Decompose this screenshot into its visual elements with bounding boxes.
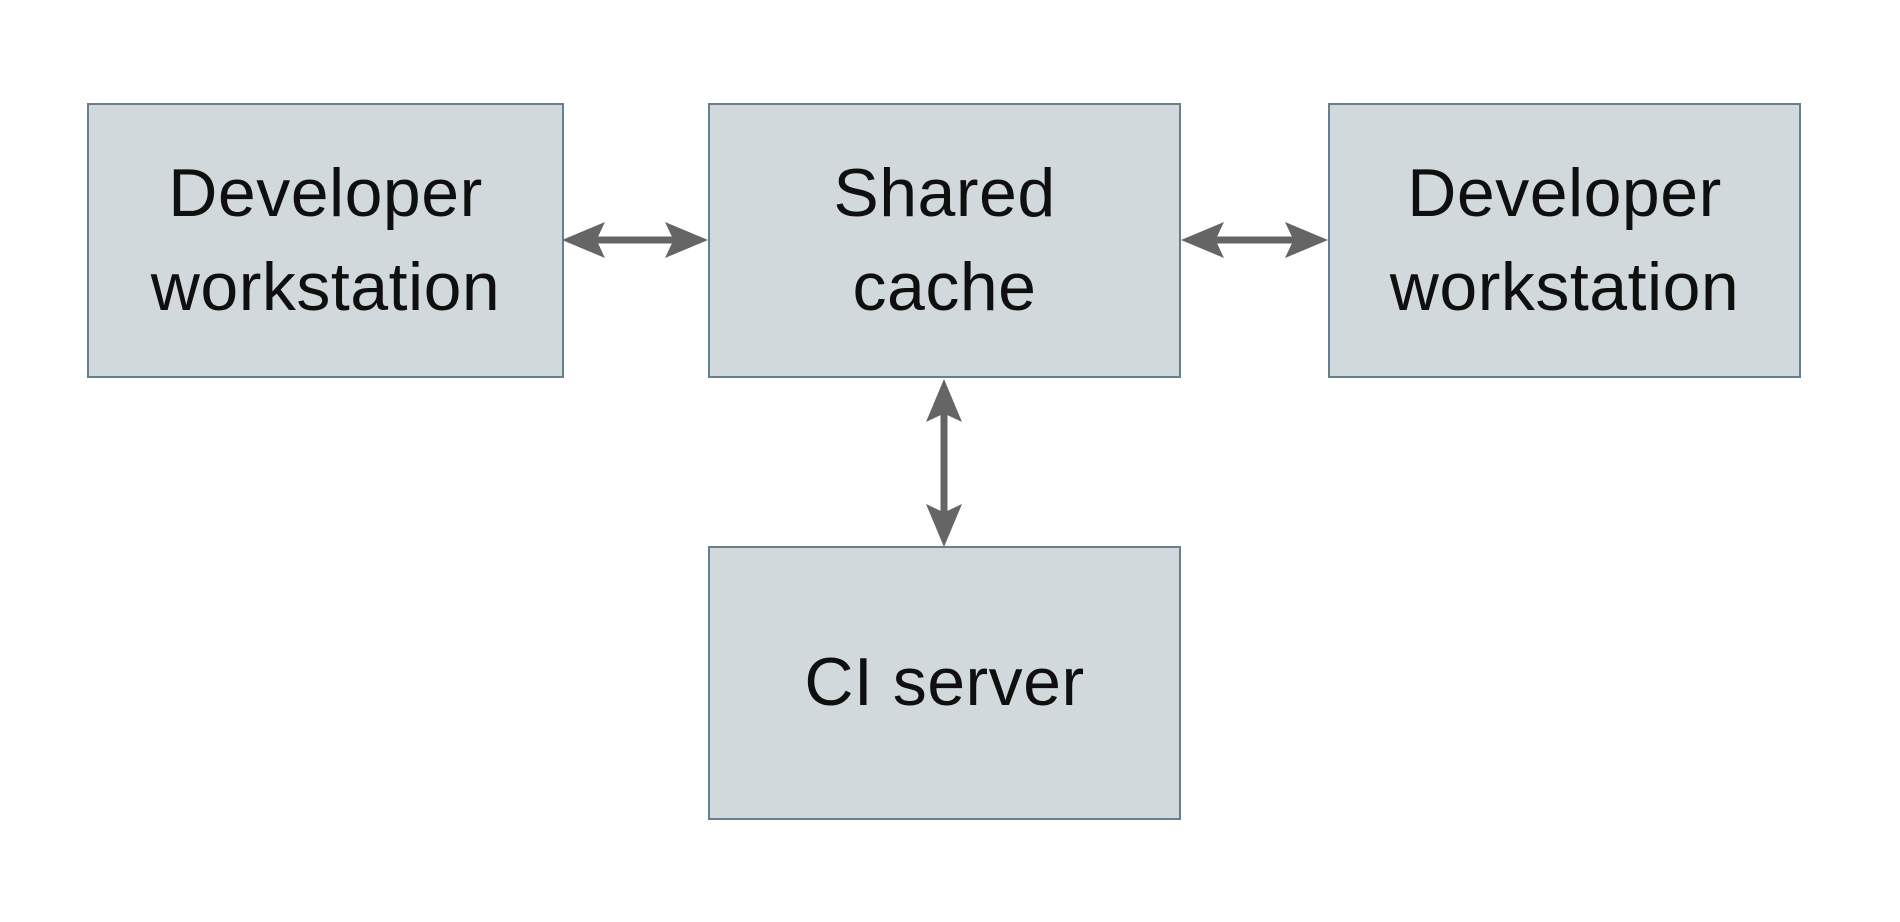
node-label: CI server [804, 644, 1085, 721]
node-label: Shared cache [833, 154, 1056, 325]
connector-cache-to-ci-server [920, 379, 968, 547]
node-label: Developer workstation [1389, 154, 1740, 325]
bidirectional-arrow-horizontal-icon [1181, 222, 1328, 258]
node-developer-workstation-left: Developer workstation [87, 103, 564, 378]
node-shared-cache: Shared cache [708, 103, 1181, 378]
connector-cache-to-workstation-right [1181, 216, 1328, 264]
bidirectional-arrow-horizontal-icon [562, 222, 708, 258]
node-label: Developer workstation [150, 154, 501, 325]
node-developer-workstation-right: Developer workstation [1328, 103, 1801, 378]
bidirectional-arrow-vertical-icon [926, 379, 962, 547]
node-ci-server: CI server [708, 546, 1181, 820]
connector-workstation-left-to-cache [562, 216, 708, 264]
